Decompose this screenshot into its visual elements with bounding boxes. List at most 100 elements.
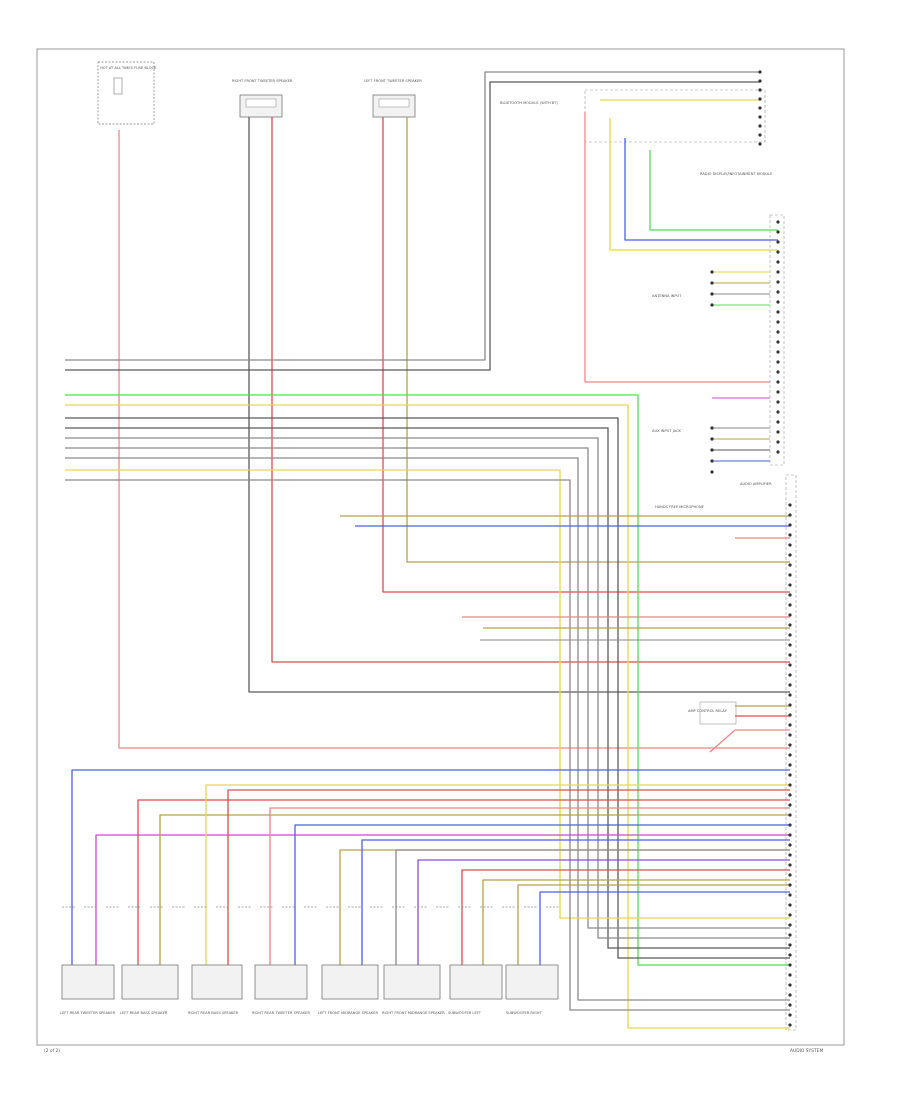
amp-connector-pin xyxy=(788,873,792,877)
amp-connector-pin xyxy=(788,833,792,837)
speaker-subwoofer-right: SUBWOOFER RIGHT xyxy=(505,964,559,1015)
wire-bus-dark-2 xyxy=(65,427,790,949)
wire-spk-olive-3 xyxy=(482,879,790,968)
wire-bus-gray-6 xyxy=(65,479,790,1011)
radio-connector-pin xyxy=(776,350,780,354)
mic-label: HANDS FREE MICROPHONE xyxy=(655,505,705,509)
wire-spk-red-3 xyxy=(269,807,790,968)
sp-sub2-label: SUBWOOFER RIGHT xyxy=(506,1011,542,1015)
amp-connector-pin xyxy=(788,933,792,937)
amp-connector-pin xyxy=(788,863,792,867)
amp-connector-pin xyxy=(788,773,792,777)
left-front-tweeter: LEFT FRONT TWEETER SPEAKER xyxy=(364,79,422,118)
wire-bt-blue xyxy=(624,138,778,241)
wire-bus-gray-5 xyxy=(65,457,790,1001)
bt-connector-pin xyxy=(758,88,762,92)
amp-connector-pin xyxy=(788,523,792,527)
wire-bt-green xyxy=(649,150,778,231)
wire-rf-tweeter-b xyxy=(271,117,790,663)
amp-connector-pin xyxy=(788,813,792,817)
bt-connector-pin xyxy=(758,70,762,74)
radio-connector-pin xyxy=(776,400,780,404)
antenna-pin xyxy=(710,281,714,285)
amp-connector-pin xyxy=(788,1013,792,1017)
amp-connector-pin xyxy=(788,683,792,687)
amp-connector-pin xyxy=(788,593,792,597)
speaker-right-rear-bass: RIGHT REAR BASS SPEAKER xyxy=(188,964,243,1015)
amp-connector-pin xyxy=(788,783,792,787)
amp-connector-pin xyxy=(788,733,792,737)
sp-rr-tw-label: RIGHT REAR TWEETER SPEAKER xyxy=(252,1011,310,1015)
radio-connector-pin xyxy=(776,440,780,444)
wire-bus-gray-4 xyxy=(65,447,790,929)
amp-connector-pin xyxy=(788,973,792,977)
rf-tweeter-label: RIGHT FRONT TWEETER SPEAKER xyxy=(232,79,293,83)
amp-connector-pin xyxy=(788,853,792,857)
amp-connector-pin xyxy=(788,623,792,627)
bt-connector-pin xyxy=(758,106,762,110)
amp-connector-pin xyxy=(788,643,792,647)
wire-spk-blue-1 xyxy=(71,769,790,968)
antenna-pin xyxy=(710,292,714,296)
audio-amplifier-box: AUDIO AMPLIFIER xyxy=(740,474,797,1031)
connector-pin-layer xyxy=(710,70,792,1027)
wire-bt-pink xyxy=(584,112,770,383)
amp-connector-pin xyxy=(788,753,792,757)
speaker-right-rear-tweeter: RIGHT REAR TWEETER SPEAKER xyxy=(252,964,310,1015)
microphone: HANDS FREE MICROPHONE xyxy=(655,505,705,509)
diagram-frame xyxy=(36,48,845,1046)
aux-pin xyxy=(710,470,714,474)
amp-connector-pin xyxy=(788,693,792,697)
radio-connector-pin xyxy=(776,310,780,314)
wire-lf-tweeter-a xyxy=(382,117,790,593)
radio-connector-pin xyxy=(776,390,780,394)
radio-connector-pin xyxy=(776,370,780,374)
radio-connector-pin xyxy=(776,290,780,294)
amp-connector-pin xyxy=(788,713,792,717)
sp-lr-bass-label: LEFT REAR BASS SPEAKER xyxy=(120,1011,168,1015)
radio-connector-pin xyxy=(776,280,780,284)
speaker-left-rear-tweeter: LEFT REAR TWEETER SPEAKER xyxy=(60,964,116,1015)
radio-connector-pin xyxy=(776,330,780,334)
bt-connector-pin xyxy=(758,97,762,101)
amp-connector-pin xyxy=(788,993,792,997)
speaker-subwoofer-left: SUBWOOFER LEFT xyxy=(448,964,503,1015)
fuse-block-label: HOT AT ALL TIMES FUSE BLOCK xyxy=(100,66,157,70)
bt-connector-pin xyxy=(758,133,762,137)
wire-rf-tweeter-a xyxy=(248,117,790,693)
wire-bus-yellow-2 xyxy=(65,469,790,919)
wire-spk-olive-2 xyxy=(339,849,790,968)
radio-connector-pin xyxy=(776,270,780,274)
wire-spk-blue-2 xyxy=(294,824,790,968)
amp-relay-label: AMP CONTROL RELAY xyxy=(688,709,728,713)
fuse-block: HOT AT ALL TIMES FUSE BLOCK xyxy=(97,61,157,125)
bt-connector-pin xyxy=(758,142,762,146)
amp-connector-pin xyxy=(788,793,792,797)
audio-amp-label: AUDIO AMPLIFIER xyxy=(740,482,772,486)
bt-connector-pin xyxy=(758,124,762,128)
right-front-tweeter: RIGHT FRONT TWEETER SPEAKER xyxy=(232,79,293,118)
wire-spk-pink-1 xyxy=(95,834,790,968)
wire-bus-green xyxy=(65,394,790,966)
bt-connector-pin xyxy=(758,115,762,119)
amp-relay: AMP CONTROL RELAY xyxy=(688,701,737,725)
lf-tweeter-label: LEFT FRONT TWEETER SPEAKER xyxy=(364,79,422,83)
sp-lf-mid-label: LEFT FRONT MIDRANGE SPEAKER xyxy=(318,1011,378,1015)
amp-connector-pin xyxy=(788,963,792,967)
antenna-input: ANTENNA INPUT xyxy=(652,294,682,298)
radio-module-label: RADIO DISPLAY/INFOTAINMENT MODULE xyxy=(700,172,773,176)
aux-pin xyxy=(710,448,714,452)
radio-connector-pin xyxy=(776,300,780,304)
amp-connector-pin xyxy=(788,603,792,607)
amp-connector-pin xyxy=(788,653,792,657)
radio-connector-pin xyxy=(776,220,780,224)
sp-lr-tw-label: LEFT REAR TWEETER SPEAKER xyxy=(60,1011,116,1015)
wire-spk-olive-4 xyxy=(517,884,790,968)
aux-input-label: AUX INPUT JACK xyxy=(652,429,681,433)
radio-connector-pin xyxy=(776,260,780,264)
amp-connector-pin xyxy=(788,583,792,587)
amp-connector-pin xyxy=(788,1023,792,1027)
amp-connector-pin xyxy=(788,533,792,537)
